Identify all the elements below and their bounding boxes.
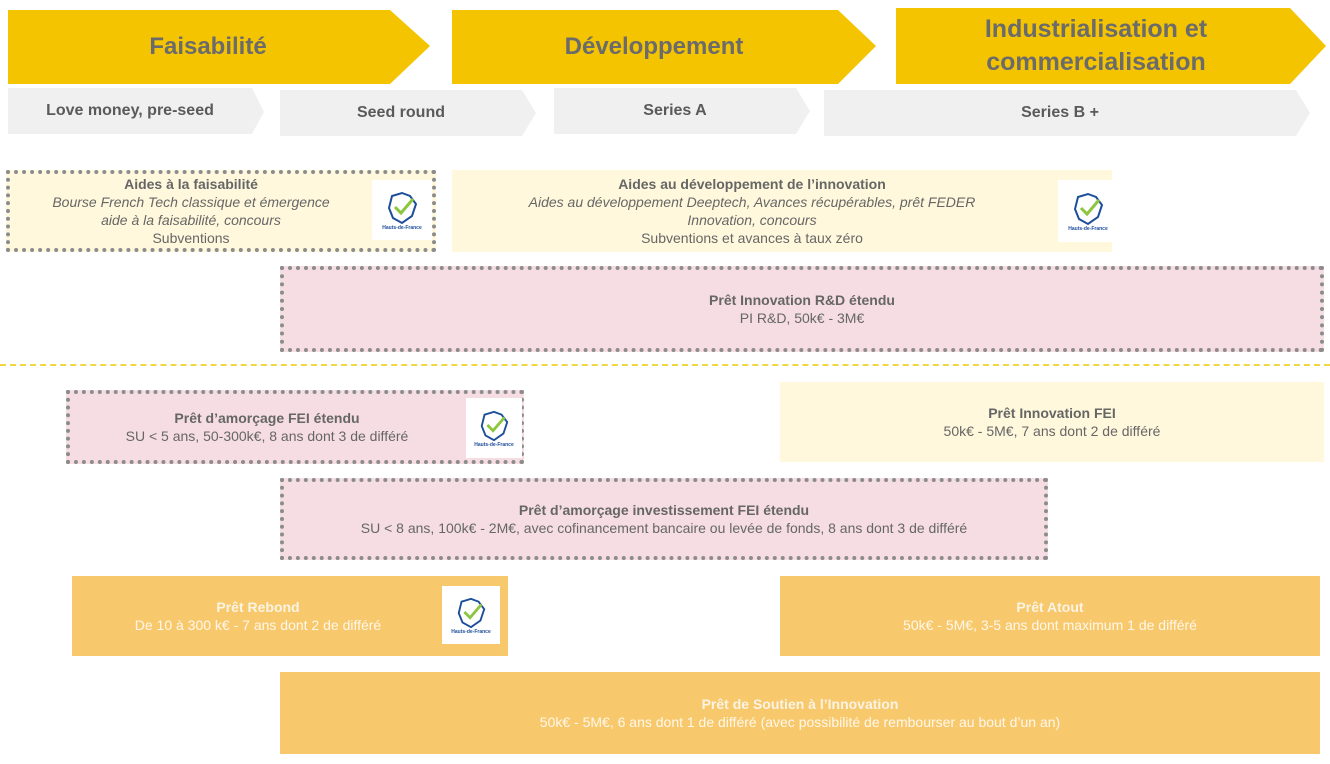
region-logo: Hauts-de-France: [1058, 180, 1118, 242]
chevron-faisabilite: [8, 10, 430, 84]
box-title: Prêt d’amorçage investissement FEI étend…: [518, 502, 810, 518]
round-arrow-3: [554, 88, 810, 134]
box-title: Prêt d’amorçage FEI étendu: [174, 410, 360, 426]
box-line: SU < 5 ans, 50-300k€, 8 ans dont 3 de di…: [125, 428, 409, 444]
box-line: SU < 8 ans, 100k€ - 2M€, avec cofinancem…: [360, 520, 968, 536]
stage-chevrons: [8, 8, 1326, 84]
box-line: 50k€ - 5M€, 3-5 ans dont maximum 1 de di…: [903, 617, 1197, 633]
box-pret-rebond: Prêt Rebond De 10 à 300 k€ - 7 ans dont …: [72, 576, 508, 656]
round-love-money: Love money, pre-seed: [46, 102, 214, 119]
round-arrow-4: [824, 90, 1310, 136]
round-arrow-2: [280, 90, 536, 136]
region-logo: Hauts-de-France: [466, 398, 522, 458]
round-arrow-1: [8, 88, 264, 134]
box-aides-developpement: Aides au développement de l’innovation A…: [452, 170, 1112, 252]
box-line: 50k€ - 5M€, 7 ans dont 2 de différé: [943, 423, 1161, 439]
hauts-de-france-map-icon: [457, 597, 486, 628]
box-pret-atout: Prêt Atout 50k€ - 5M€, 3-5 ans dont maxi…: [780, 576, 1320, 656]
box-title: Prêt de Soutien à l’Innovation: [701, 696, 899, 712]
logo-caption: Hauts-de-France: [474, 441, 514, 448]
box-aides-faisabilite: Aides à la faisabilité Bourse French Tec…: [6, 170, 436, 252]
box-title: Prêt Atout: [1016, 599, 1084, 615]
box-line: PI R&D, 50k€ - 3M€: [739, 310, 865, 326]
logo-caption: Hauts-de-France: [1068, 225, 1108, 232]
section-separator: [0, 364, 1330, 366]
region-logo: Hauts-de-France: [442, 586, 500, 644]
box-pret-amorcage-fei: Prêt d’amorçage FEI étendu SU < 5 ans, 5…: [66, 390, 524, 464]
round-seed: Seed round: [356, 104, 445, 121]
box-line: 50k€ - 5M€, 6 ans dont 1 de différé (ave…: [539, 714, 1061, 730]
box-title: Aides au développement de l’innovation: [618, 176, 886, 192]
box-line: aide à la faisabilité, concours: [101, 212, 281, 228]
box-title: Prêt Innovation FEI: [988, 405, 1116, 421]
box-line: Bourse French Tech classique et émergenc…: [52, 194, 330, 210]
box-pret-amorcage-investissement: Prêt d’amorçage investissement FEI étend…: [280, 478, 1048, 560]
round-series-a: Series A: [643, 102, 707, 119]
chevron-developpement: [452, 10, 876, 84]
logo-caption: Hauts-de-France: [382, 224, 422, 231]
hauts-de-france-map-icon: [387, 191, 418, 224]
stage-label-faisabilite: Faisabilité: [149, 33, 267, 60]
box-pret-soutien-innovation: Prêt de Soutien à l’Innovation 50k€ - 5M…: [280, 672, 1320, 754]
box-pret-innovation-rd: Prêt Innovation R&D étendu PI R&D, 50k€ …: [280, 266, 1324, 352]
box-title: Aides à la faisabilité: [124, 176, 258, 192]
box-title: Prêt Innovation R&D étendu: [709, 292, 895, 308]
box-line: Subventions: [152, 230, 230, 246]
box-line: Aides au développement Deeptech, Avances…: [528, 194, 976, 210]
box-pret-innovation-fei: Prêt Innovation FEI 50k€ - 5M€, 7 ans do…: [780, 382, 1324, 462]
stage-label-developpement: Développement: [564, 33, 744, 60]
stage-label-industrialisation: Industrialisation et commercialisation: [984, 15, 1208, 76]
box-title: Prêt Rebond: [216, 599, 300, 615]
hauts-de-france-map-icon: [1073, 192, 1104, 225]
box-line: De 10 à 300 k€ - 7 ans dont 2 de différé: [134, 617, 382, 633]
box-line: Innovation, concours: [687, 212, 817, 228]
logo-caption: Hauts-de-France: [451, 628, 491, 635]
round-arrows: [8, 88, 1310, 136]
round-series-b: Series B +: [1021, 104, 1099, 121]
region-logo: Hauts-de-France: [372, 180, 432, 240]
hauts-de-france-map-icon: [480, 410, 509, 441]
chevron-industrialisation: [896, 8, 1326, 84]
box-line: Subventions et avances à taux zéro: [641, 230, 863, 246]
